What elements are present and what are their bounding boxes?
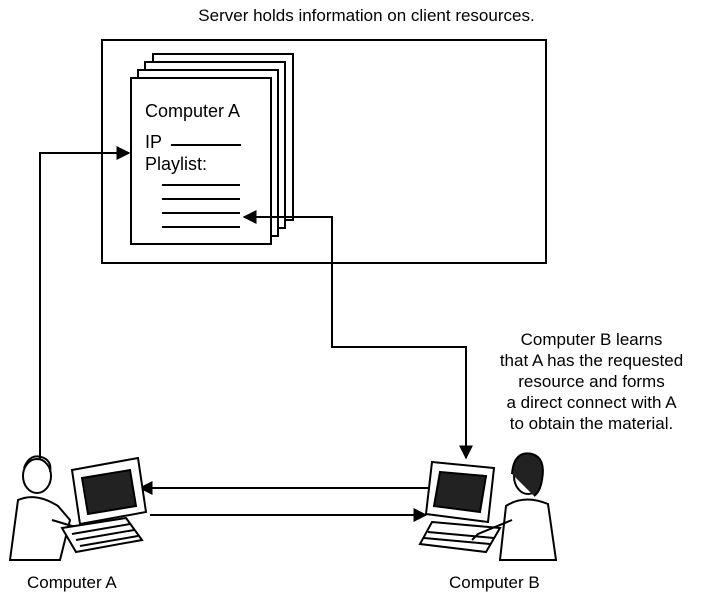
arrow-a-to-server	[39, 146, 131, 470]
arrow-server-to-b	[242, 210, 473, 460]
record-title: Computer A	[145, 101, 241, 121]
computer-a-icon	[8, 455, 148, 561]
playlist-lines	[162, 184, 240, 228]
computer-b-label: Computer B	[449, 573, 540, 592]
computer-a-label: Computer A	[27, 573, 117, 592]
record-ip-label: IP	[145, 132, 163, 152]
explanation-text: Computer B learns that A has the request…	[470, 329, 713, 434]
explanation-line: to obtain the material.	[509, 414, 674, 433]
explanation-line: Computer B learns	[520, 330, 663, 349]
record-playlist-label: Playlist:	[145, 154, 208, 174]
explanation-line: a direct connect with A	[506, 393, 677, 412]
computer-b-icon	[418, 452, 558, 561]
explanation-line: that A has the requested	[499, 351, 684, 370]
explanation-line: resource and forms	[518, 372, 665, 391]
diagram-caption: Server holds information on client resou…	[198, 6, 535, 25]
